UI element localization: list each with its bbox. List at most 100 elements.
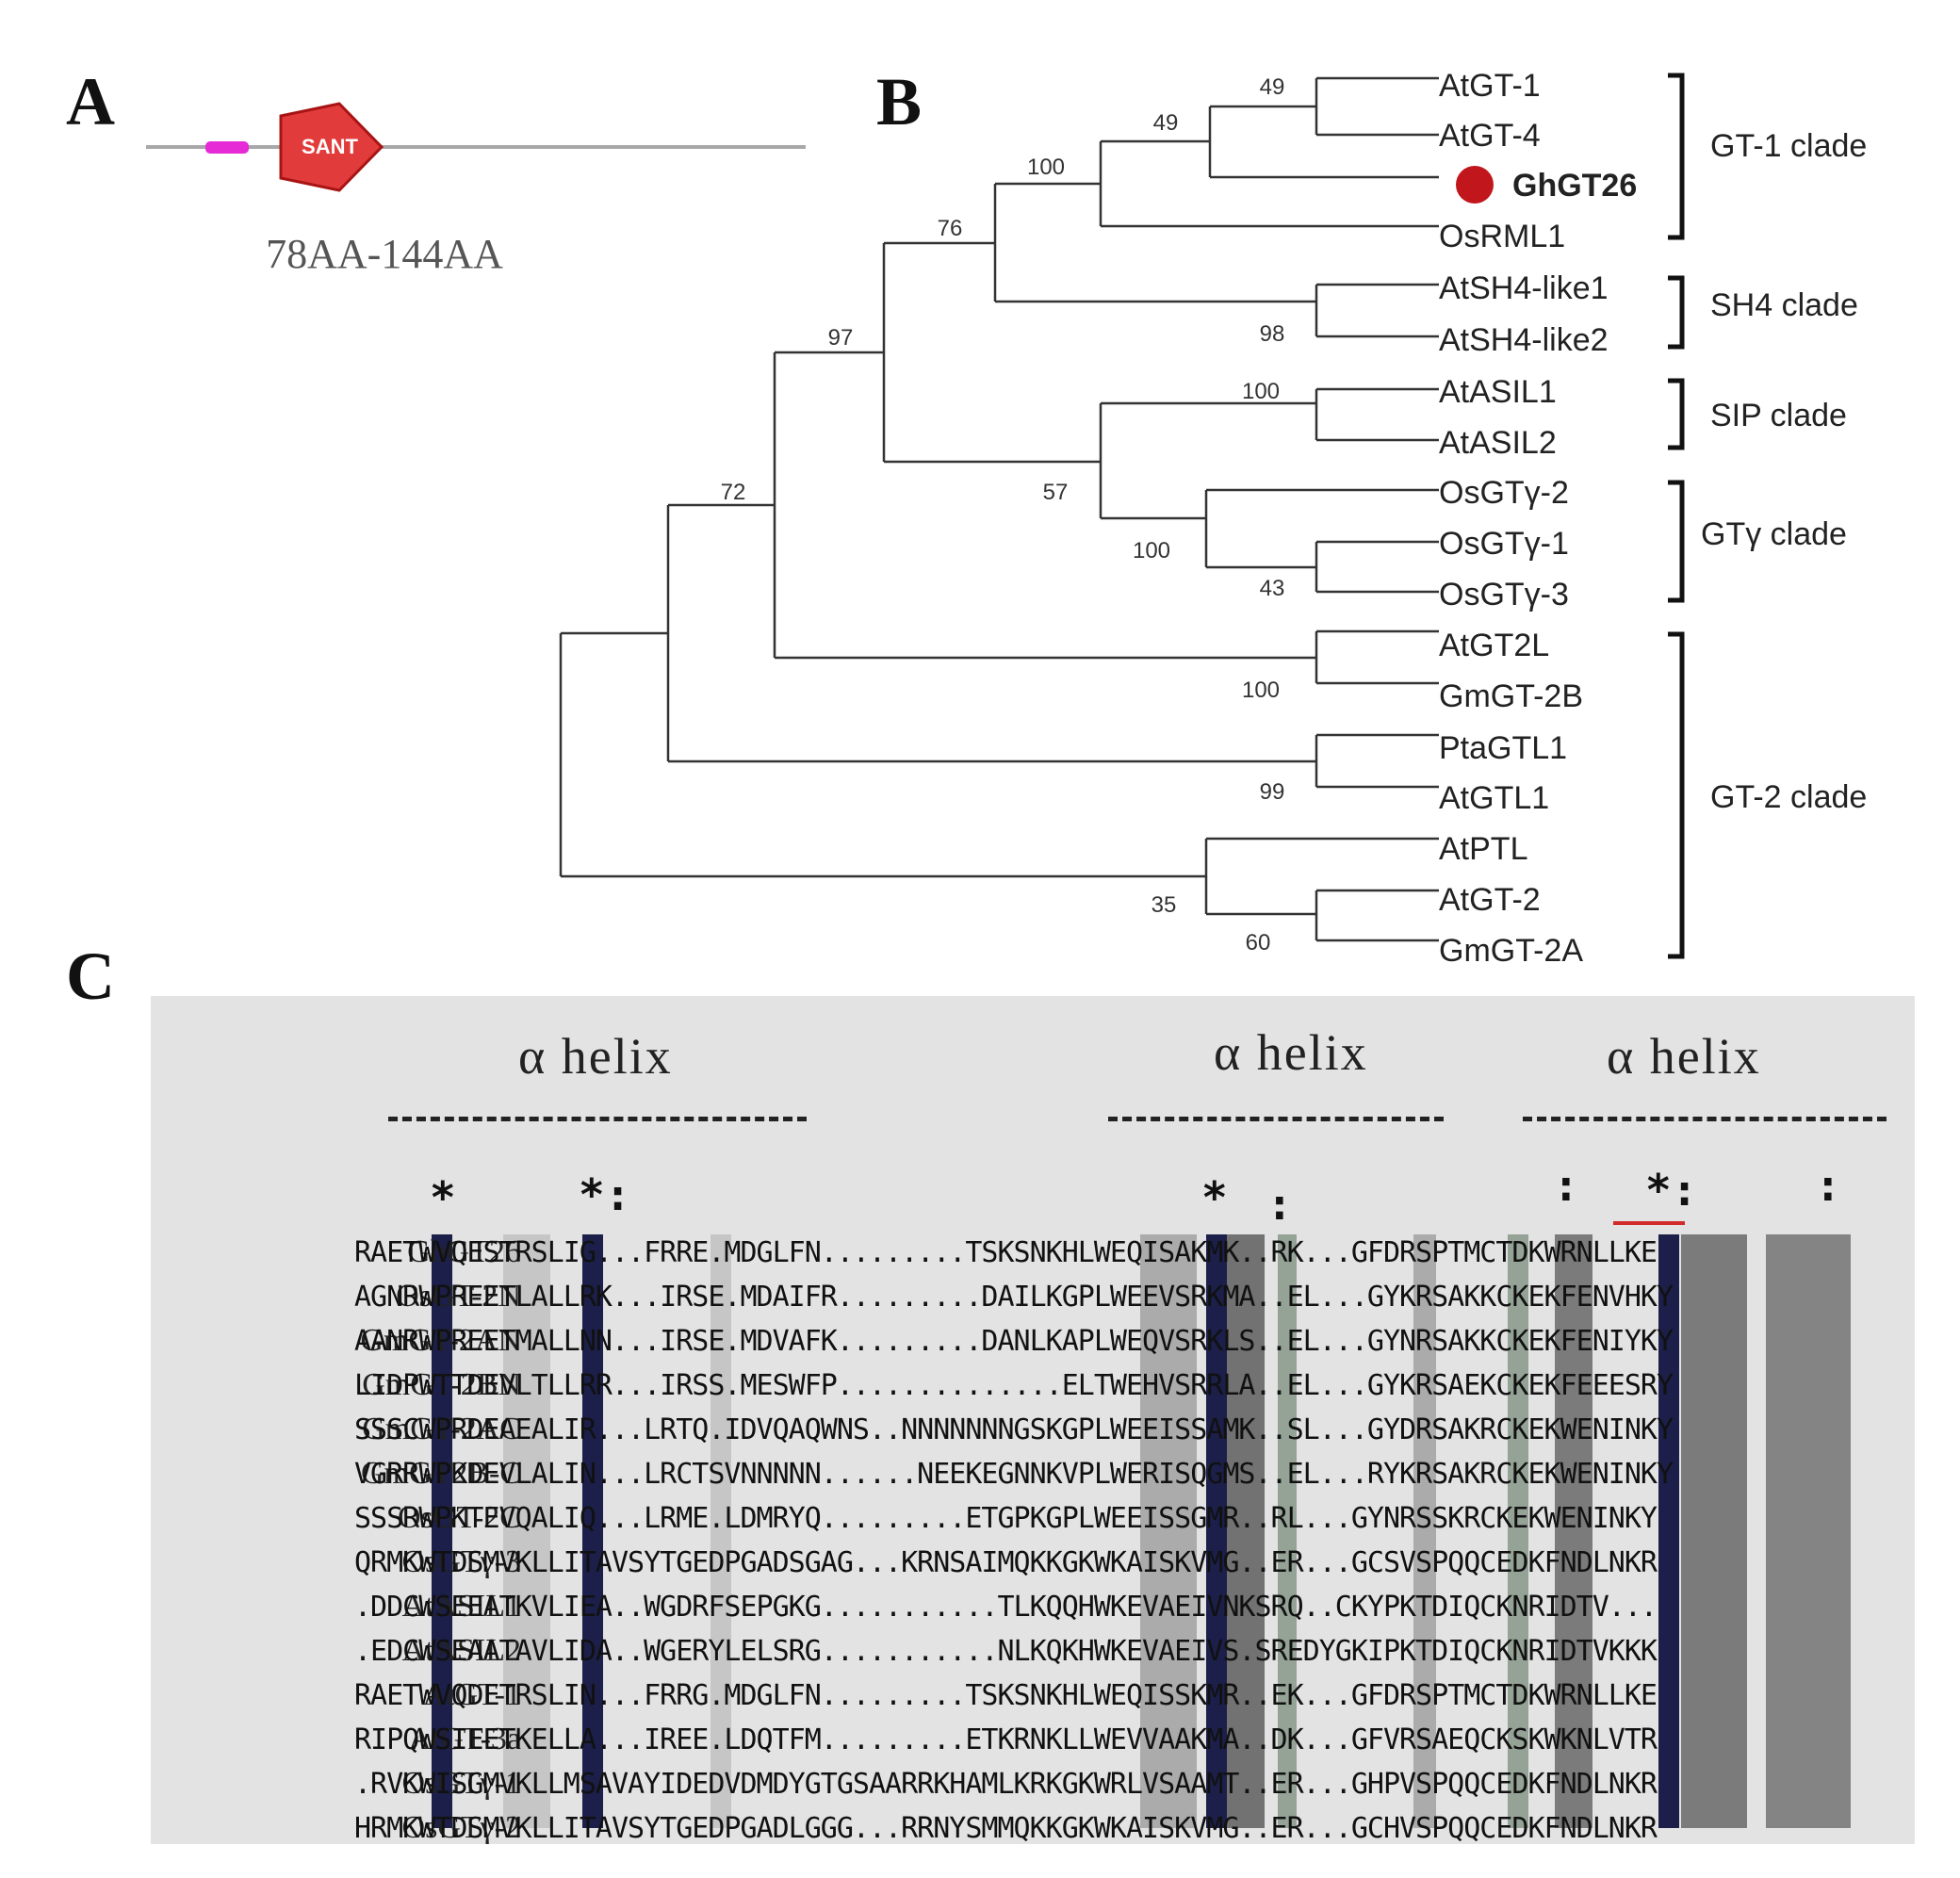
- similar-column-shade: [1681, 1234, 1747, 1828]
- sequence-name: AtGT-1: [422, 1677, 521, 1712]
- clade-bracket: [1668, 275, 1685, 350]
- sequence-row: SSSCWPRDEAEALIR...LRTQ.IDVQAQWNS..NNNNNN…: [354, 1413, 1674, 1446]
- taxon-label: OsGTγ-3: [1439, 577, 1569, 612]
- conserved-column-shade: [1658, 1234, 1679, 1828]
- taxon-label: AtGT-4: [1439, 118, 1541, 154]
- branch: [1204, 488, 1439, 569]
- sequence-name: GmGT-2AC: [362, 1412, 521, 1446]
- bootstrap-label: 100: [1133, 538, 1170, 563]
- sequence-row: .RVKWISGMVKLLMSAVAYIDEDVDMDYGTGSAARRKHAM…: [354, 1768, 1658, 1801]
- taxon-label: AtSH4-like2: [1439, 322, 1609, 358]
- bootstrap-label: 98: [1260, 321, 1285, 347]
- sequence-row: RIPQWSIEETKELLA...IREE.LDQTFM.........ET…: [354, 1723, 1658, 1756]
- similar-column-shade: [1508, 1234, 1528, 1828]
- domain-range-label: 78AA-144AA: [266, 231, 503, 277]
- taxon-label: OsRML1: [1439, 219, 1565, 254]
- bootstrap-label: 100: [1242, 379, 1280, 404]
- bootstrap-label: 49: [1260, 74, 1285, 100]
- branch-gt1-pair: [1316, 76, 1439, 137]
- branch: [666, 503, 1316, 763]
- clade-label: SIP clade: [1710, 398, 1847, 433]
- similar-column-shade: [1227, 1234, 1265, 1828]
- similar-column-shade: [710, 1234, 731, 1828]
- branch-ptagtl-pair: [1315, 733, 1439, 789]
- conserved-column-shade: [432, 1234, 452, 1828]
- conserved-column-shade: [1206, 1234, 1227, 1828]
- taxon-label: AtGTL1: [1439, 780, 1549, 816]
- sequence-row: SSSRWPKTEVQALIQ...LRME.LDMRYQ.........ET…: [354, 1502, 1658, 1535]
- sequence-row: RAETWVQDETRSLIN...FRRG.MDGLFN.........TS…: [354, 1679, 1658, 1712]
- panel-a-domain-diagram: SANT 78AA-144AA: [146, 102, 806, 277]
- sequence-row: LIDPWTTDEVLTLLRR...IRSS.MESWFP..........…: [354, 1369, 1674, 1402]
- sequence-name: OsGT-2N: [396, 1279, 521, 1314]
- branch-gt2l-pair: [1315, 629, 1439, 685]
- branch-gt2-pair: [1315, 889, 1439, 942]
- motif-underline: [1613, 1221, 1685, 1225]
- sequence-name: GmGT-2BN: [362, 1367, 521, 1402]
- similar-column-shade: [1555, 1234, 1592, 1828]
- sequence-name: AtGT-3a: [408, 1722, 521, 1756]
- sant-domain-label: SANT: [302, 135, 358, 158]
- sequence-row: RAETWVQESTRSLIG...FRRE.MDGLFN.........TS…: [354, 1236, 1658, 1269]
- taxon-label: OsGTγ-1: [1439, 526, 1569, 562]
- sequence-row: HRMKWTDSMVKLLITAVSYTGEDPGADLGGG...RRNYSM…: [354, 1812, 1658, 1845]
- sequence-name: AtASIL1: [401, 1589, 521, 1624]
- conservation-mark: *: [430, 1172, 456, 1223]
- helix-title: α helix: [518, 1028, 673, 1085]
- conservation-mark: :: [1815, 1160, 1841, 1211]
- bootstrap-label: 72: [721, 480, 746, 505]
- clade-bracket: [1668, 73, 1685, 240]
- sequence-row: AANRWPREETMALLNN...IRSE.MDVAFK.........D…: [354, 1325, 1674, 1358]
- bootstrap-label: 99: [1260, 779, 1285, 805]
- taxon-label-highlight: GhGT26: [1512, 168, 1637, 204]
- panel-label-b: B: [876, 64, 923, 139]
- helix-title: α helix: [1607, 1028, 1761, 1085]
- taxon-label: AtSH4-like1: [1439, 270, 1609, 306]
- panel-label-a: A: [66, 64, 115, 139]
- helix-dashes: [1523, 1117, 1886, 1121]
- taxon-label: AtASIL2: [1439, 425, 1557, 461]
- clade-bracket: [1668, 378, 1685, 450]
- conservation-mark: *:: [579, 1169, 631, 1220]
- taxon-label: GmGT-2A: [1439, 933, 1583, 969]
- bootstrap-label: 97: [828, 325, 854, 351]
- sequence-row: .EDCWSEAATAVLIDA..WGERYLELSRG...........…: [354, 1635, 1658, 1668]
- bootstrap-label: 49: [1153, 110, 1179, 136]
- helix-dashes: [388, 1117, 807, 1121]
- sequence-name: OsGTγ-1: [401, 1766, 521, 1801]
- taxon-label: OsGTγ-2: [1439, 475, 1569, 511]
- conservation-mark: *: [1201, 1172, 1228, 1223]
- panel-b-phylogenetic-tree: 49 49 100 76 98 97 100 57 100 43 72 100 …: [559, 68, 1867, 969]
- clade-label: GTγ clade: [1701, 516, 1847, 552]
- branch: [1099, 401, 1316, 520]
- conserved-column-shade: [582, 1234, 603, 1828]
- similar-column-shade: [503, 1234, 550, 1828]
- helix-title: α helix: [1214, 1024, 1368, 1081]
- branch: [1099, 139, 1439, 228]
- sequence-row: .DDCWSEEATKVLIEA..WGDRFSEPGKG...........…: [354, 1591, 1658, 1624]
- highlight-dot-icon: [1456, 166, 1494, 204]
- branch: [993, 182, 1316, 303]
- pink-motif: [205, 141, 249, 154]
- sequence-name: OsGT-2C: [398, 1500, 521, 1535]
- panel-label-c: C: [66, 939, 115, 1014]
- similar-column-shade: [1766, 1234, 1851, 1828]
- branch: [882, 241, 1101, 464]
- sequence-name: GmGT2B-C: [361, 1456, 521, 1491]
- clade-label: GT-2 clade: [1710, 779, 1867, 815]
- clade-label: GT-1 clade: [1710, 128, 1867, 164]
- sequence-name: GhGT26: [407, 1234, 521, 1269]
- branch-gty-pair: [1315, 540, 1439, 594]
- bootstrap-label: 35: [1152, 892, 1177, 918]
- clade-bracket: [1668, 480, 1685, 603]
- conservation-mark: :: [1553, 1160, 1579, 1211]
- bootstrap-label: 100: [1242, 678, 1280, 703]
- sequence-name: OsGTγ-3: [401, 1544, 521, 1579]
- clade-bracket: [1668, 631, 1685, 959]
- similar-column-shade: [1278, 1234, 1297, 1828]
- branch-root: [559, 631, 1206, 878]
- sequence-row: AGNRWPREETLALLRK...IRSE.MDAIFR.........D…: [354, 1281, 1674, 1314]
- similar-column-shade: [1140, 1234, 1197, 1828]
- branch-sip-pair: [1315, 387, 1439, 442]
